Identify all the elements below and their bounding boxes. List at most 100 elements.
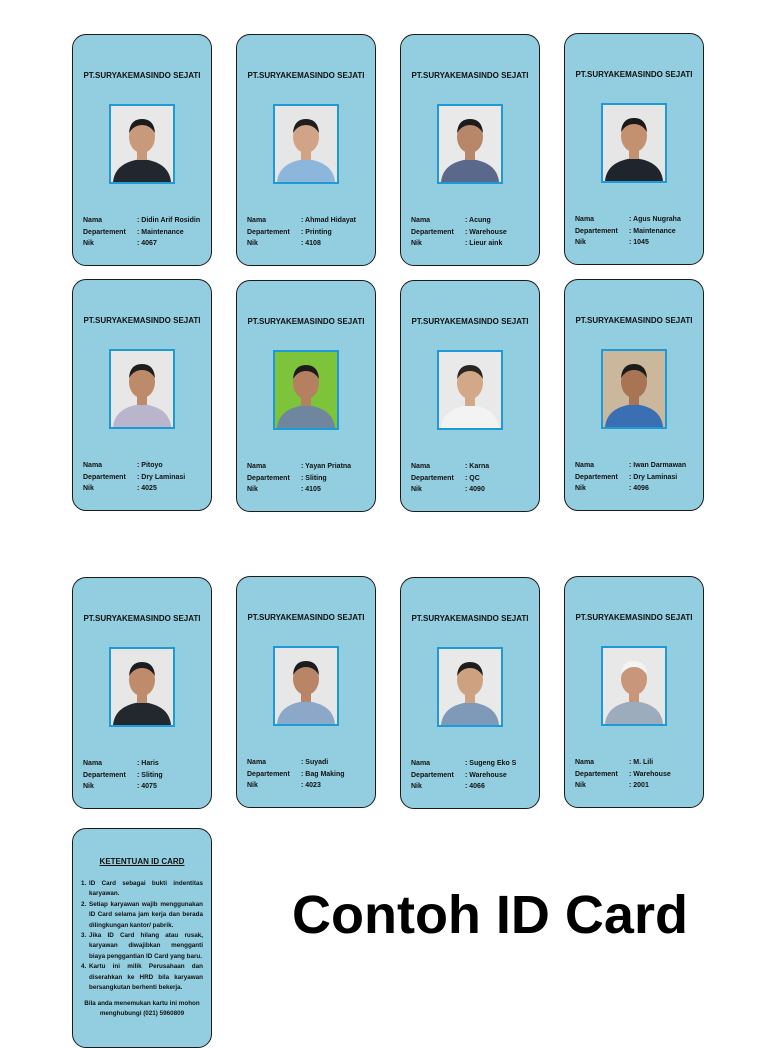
label-departement: Departement (411, 771, 454, 779)
employee-name: : Haris (137, 760, 159, 767)
label-departement: Departement (83, 473, 126, 481)
employee-nik: : 4090 (465, 486, 485, 493)
employee-nik: : 4108 (301, 240, 321, 247)
company-name: PT.SURYAKEMASINDO SEJATI (247, 317, 365, 326)
label-departement: Departement (575, 770, 618, 778)
company-name: PT.SURYAKEMASINDO SEJATI (83, 316, 201, 325)
id-card-rules-card: KETENTUAN ID CARD 1.ID Card sebagai bukt… (72, 828, 212, 1048)
label-nik: Nik (247, 240, 258, 247)
rule-item: 2.Setiap karyawan wajib menggunakan ID C… (81, 900, 203, 929)
label-nik: Nik (247, 782, 258, 789)
label-departement: Departement (247, 770, 290, 778)
label-departement: Departement (575, 473, 618, 481)
label-departement: Departement (411, 474, 454, 482)
employee-nik: : Lieur aink (465, 240, 503, 247)
employee-name: : Pitoyo (137, 462, 163, 469)
label-nik: Nik (575, 239, 586, 246)
label-nama: Nama (411, 217, 431, 224)
id-card: PT.SURYAKEMASINDO SEJATI Nama : Agus Nugra… (564, 33, 704, 265)
employee-name: : Iwan Darmawan (629, 462, 687, 469)
employee-department: : Bag Making (301, 770, 345, 778)
employee-department: : Dry Laminasi (629, 473, 678, 481)
page-title: Contoh ID Card (292, 885, 688, 945)
rule-item: 4.Kartu ini milik Perusahaan dan diserah… (81, 963, 203, 992)
label-nik: Nik (411, 486, 422, 493)
rule-item: 1.ID Card sebagai bukti indentitas karya… (81, 880, 203, 898)
employee-name: : Agus Nugraha (629, 216, 681, 223)
employee-photo (109, 647, 175, 727)
employee-nik: : 4105 (301, 486, 321, 493)
employee-name: : Suyadi (301, 759, 329, 766)
company-name: PT.SURYAKEMASINDO SEJATI (83, 71, 201, 80)
employee-photo (273, 104, 339, 184)
label-nik: Nik (575, 782, 586, 789)
id-card: PT.SURYAKEMASINDO SEJATI Nama : Sugeng Eko… (400, 577, 540, 809)
employee-nik: : 2001 (629, 782, 649, 789)
label-nama: Nama (575, 462, 595, 469)
label-departement: Departement (247, 228, 290, 236)
label-nik: Nik (575, 485, 586, 492)
label-nama: Nama (247, 463, 267, 470)
label-nama: Nama (411, 463, 431, 470)
employee-photo (437, 104, 503, 184)
employee-photo (109, 349, 175, 429)
company-name: PT.SURYAKEMASINDO SEJATI (575, 70, 693, 79)
label-departement: Departement (575, 227, 618, 235)
company-name: PT.SURYAKEMASINDO SEJATI (83, 614, 201, 623)
label-nik: Nik (83, 485, 94, 492)
company-name: PT.SURYAKEMASINDO SEJATI (575, 316, 693, 325)
employee-photo (437, 647, 503, 727)
employee-name: : Didin Arif Rosidin (137, 217, 201, 224)
id-card: PT.SURYAKEMASINDO SEJATI Nama : Didin Arif… (72, 34, 212, 266)
employee-nik: : 4066 (465, 783, 485, 790)
label-nama: Nama (83, 462, 103, 469)
company-name: PT.SURYAKEMASINDO SEJATI (411, 614, 529, 623)
label-nama: Nama (83, 217, 103, 224)
employee-nik: : 4025 (137, 485, 157, 492)
label-departement: Departement (83, 228, 126, 236)
label-departement: Departement (83, 771, 126, 779)
employee-nik: : 4096 (629, 485, 649, 492)
rules-title: KETENTUAN ID CARD (99, 857, 185, 866)
employee-department: : Sliting (301, 474, 327, 482)
employee-department: : Maintenance (137, 228, 184, 236)
employee-department: : Printing (301, 228, 332, 236)
employee-photo (273, 350, 339, 430)
employee-name: : Yayan Priatna (301, 463, 352, 470)
label-nama: Nama (247, 217, 267, 224)
employee-nik: : 4075 (137, 783, 157, 790)
label-nik: Nik (247, 486, 258, 493)
label-departement: Departement (247, 474, 290, 482)
label-nama: Nama (575, 759, 595, 766)
label-nama: Nama (411, 760, 431, 767)
employee-department: : Sliting (137, 771, 163, 779)
employee-photo (601, 646, 667, 726)
company-name: PT.SURYAKEMASINDO SEJATI (575, 613, 693, 622)
employee-photo (109, 104, 175, 184)
label-nama: Nama (83, 760, 103, 767)
id-card: PT.SURYAKEMASINDO SEJATI Nama : Iwan Darma… (564, 279, 704, 511)
employee-photo (437, 350, 503, 430)
employee-department: : Warehouse (629, 770, 671, 778)
employee-name: : Acung (465, 217, 491, 224)
employee-name: : Sugeng Eko S (465, 760, 517, 767)
label-nama: Nama (575, 216, 595, 223)
label-nik: Nik (411, 783, 422, 790)
